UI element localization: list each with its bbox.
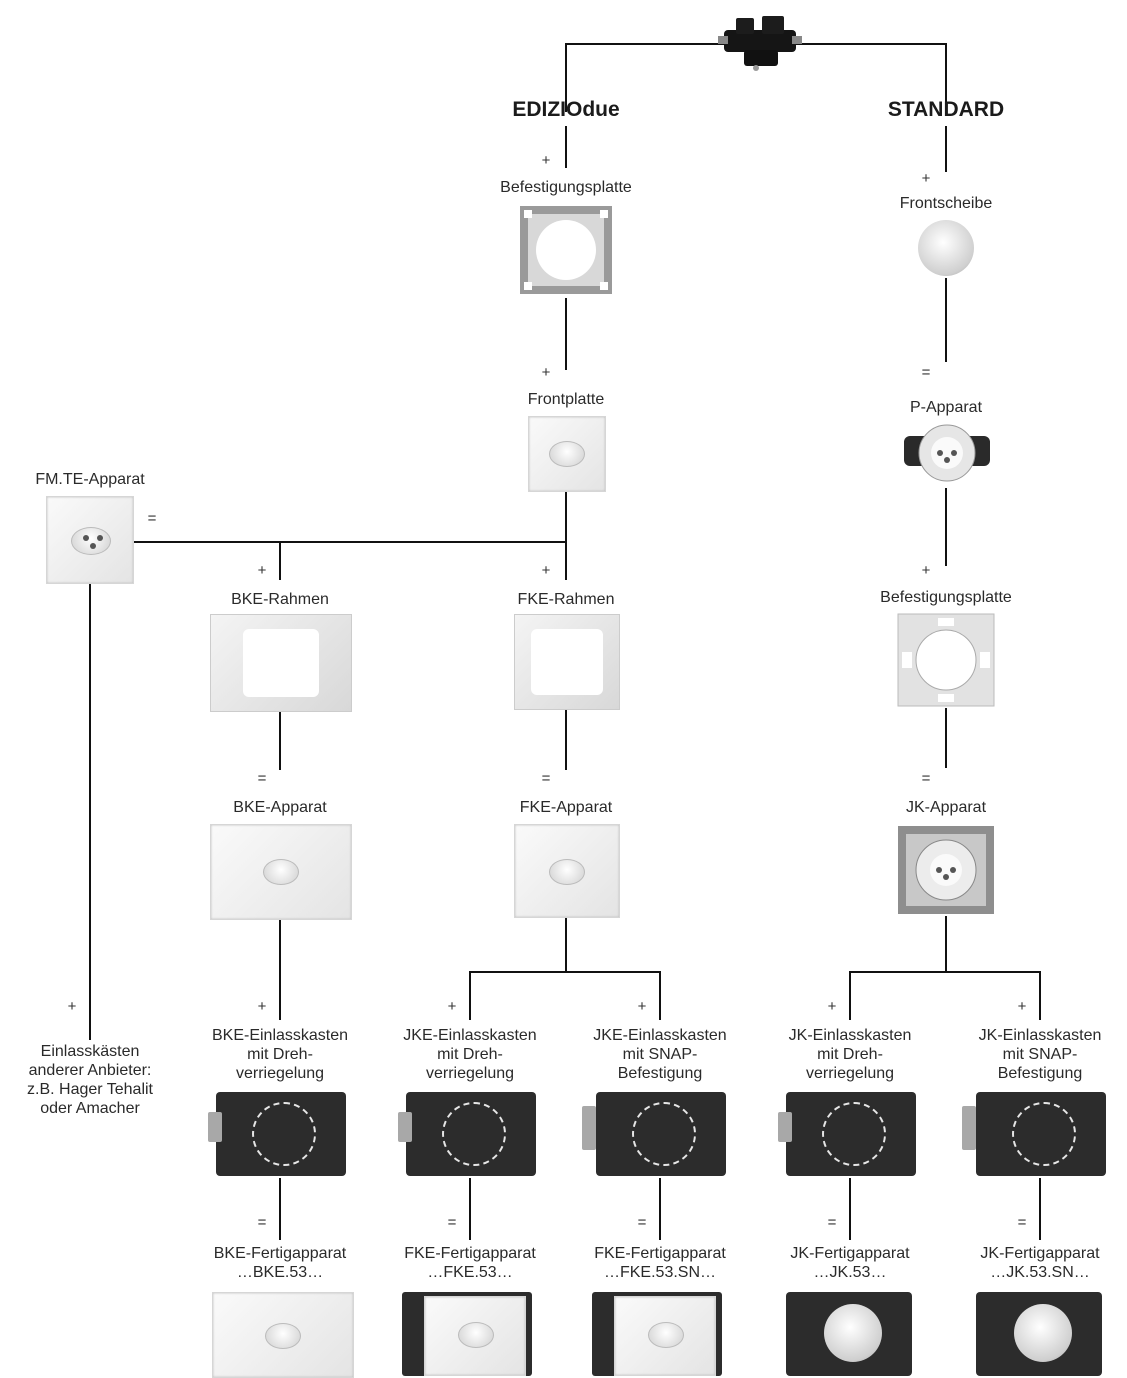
bke-finished-label: BKE-Fertigapparat…BKE.53… <box>213 1245 347 1281</box>
jke-snap-flush-box-image <box>582 1092 726 1176</box>
plus-symbol: + <box>637 998 647 1015</box>
equals-symbol: = <box>921 364 931 381</box>
fke-rahmen-label: FKE-Rahmen <box>517 591 615 608</box>
fke-apparat-label: FKE-Apparat <box>519 799 613 816</box>
equals-symbol: = <box>921 770 931 787</box>
standard-mounting-plate-image <box>897 613 995 707</box>
jk-apparat-label: JK-Apparat <box>905 799 987 816</box>
plus-symbol: + <box>921 170 931 187</box>
jk-sn-finished-image <box>976 1292 1102 1376</box>
bke-finished-image <box>212 1292 354 1378</box>
fke-sn-finished-label: FKE-Fertigapparat…FKE.53.SN… <box>594 1245 726 1281</box>
equals-symbol: = <box>827 1214 837 1231</box>
connector-plug-icon <box>718 16 802 71</box>
jk-sn-finished-label: JK-Fertigapparat…JK.53.SN… <box>980 1245 1100 1281</box>
p-apparat-label: P-Apparat <box>909 399 983 416</box>
mounting-plate-image <box>520 206 612 294</box>
fke-apparat-image <box>514 824 620 918</box>
front-disc-image <box>918 220 974 276</box>
plus-symbol: + <box>921 562 931 579</box>
fke-finished-label: FKE-Fertigapparat…FKE.53… <box>404 1245 536 1281</box>
plus-symbol: + <box>257 562 267 579</box>
equals-symbol: = <box>257 1214 267 1231</box>
fmte-apparat-image <box>46 496 134 584</box>
equals-symbol: = <box>1017 1214 1027 1231</box>
plus-symbol: + <box>827 998 837 1015</box>
frontplatte-label: Frontplatte <box>527 391 605 408</box>
equals-symbol: = <box>541 770 551 787</box>
jk-finished-label: JK-Fertigapparat…JK.53… <box>790 1245 910 1281</box>
fke-frame-image <box>514 614 620 710</box>
equals-symbol: = <box>637 1214 647 1231</box>
plus-symbol: + <box>447 998 457 1015</box>
fke-sn-finished-image <box>592 1292 722 1376</box>
edizio-befestigungsplatte-label: Befestigungsplatte <box>500 179 632 196</box>
edizio-heading: EDIZIOdue <box>512 98 620 121</box>
frontscheibe-label: Frontscheibe <box>899 195 993 212</box>
plus-symbol: + <box>1017 998 1027 1015</box>
bke-frame-image <box>210 614 352 712</box>
bke-rahmen-label: BKE-Rahmen <box>231 591 329 608</box>
plus-symbol: + <box>541 364 551 381</box>
plus-symbol: + <box>541 152 551 169</box>
fke-finished-image <box>402 1292 532 1376</box>
equals-symbol: = <box>447 1214 457 1231</box>
jke-dreh-flush-box-image <box>398 1092 536 1176</box>
p-apparat-image <box>904 424 990 482</box>
equals-symbol: = <box>257 770 267 787</box>
standard-heading: STANDARD <box>887 98 1005 121</box>
jk-snap-flush-box-image <box>962 1092 1106 1176</box>
equals-symbol: = <box>147 510 157 527</box>
fmte-apparat-label: FM.TE-Apparat <box>35 471 145 488</box>
jk-dreh-flush-box-image <box>778 1092 916 1176</box>
plus-symbol: + <box>257 998 267 1015</box>
bke-apparat-label: BKE-Apparat <box>233 799 327 816</box>
jk-finished-image <box>786 1292 912 1376</box>
plus-symbol: + <box>541 562 551 579</box>
std-befestigungsplatte-label: Befestigungsplatte <box>880 589 1012 606</box>
bke-flush-box-image <box>208 1092 346 1176</box>
jk-apparat-image <box>898 826 994 914</box>
plus-symbol: + <box>67 998 77 1015</box>
bke-apparat-image <box>210 824 352 920</box>
front-plate-image <box>528 416 606 492</box>
